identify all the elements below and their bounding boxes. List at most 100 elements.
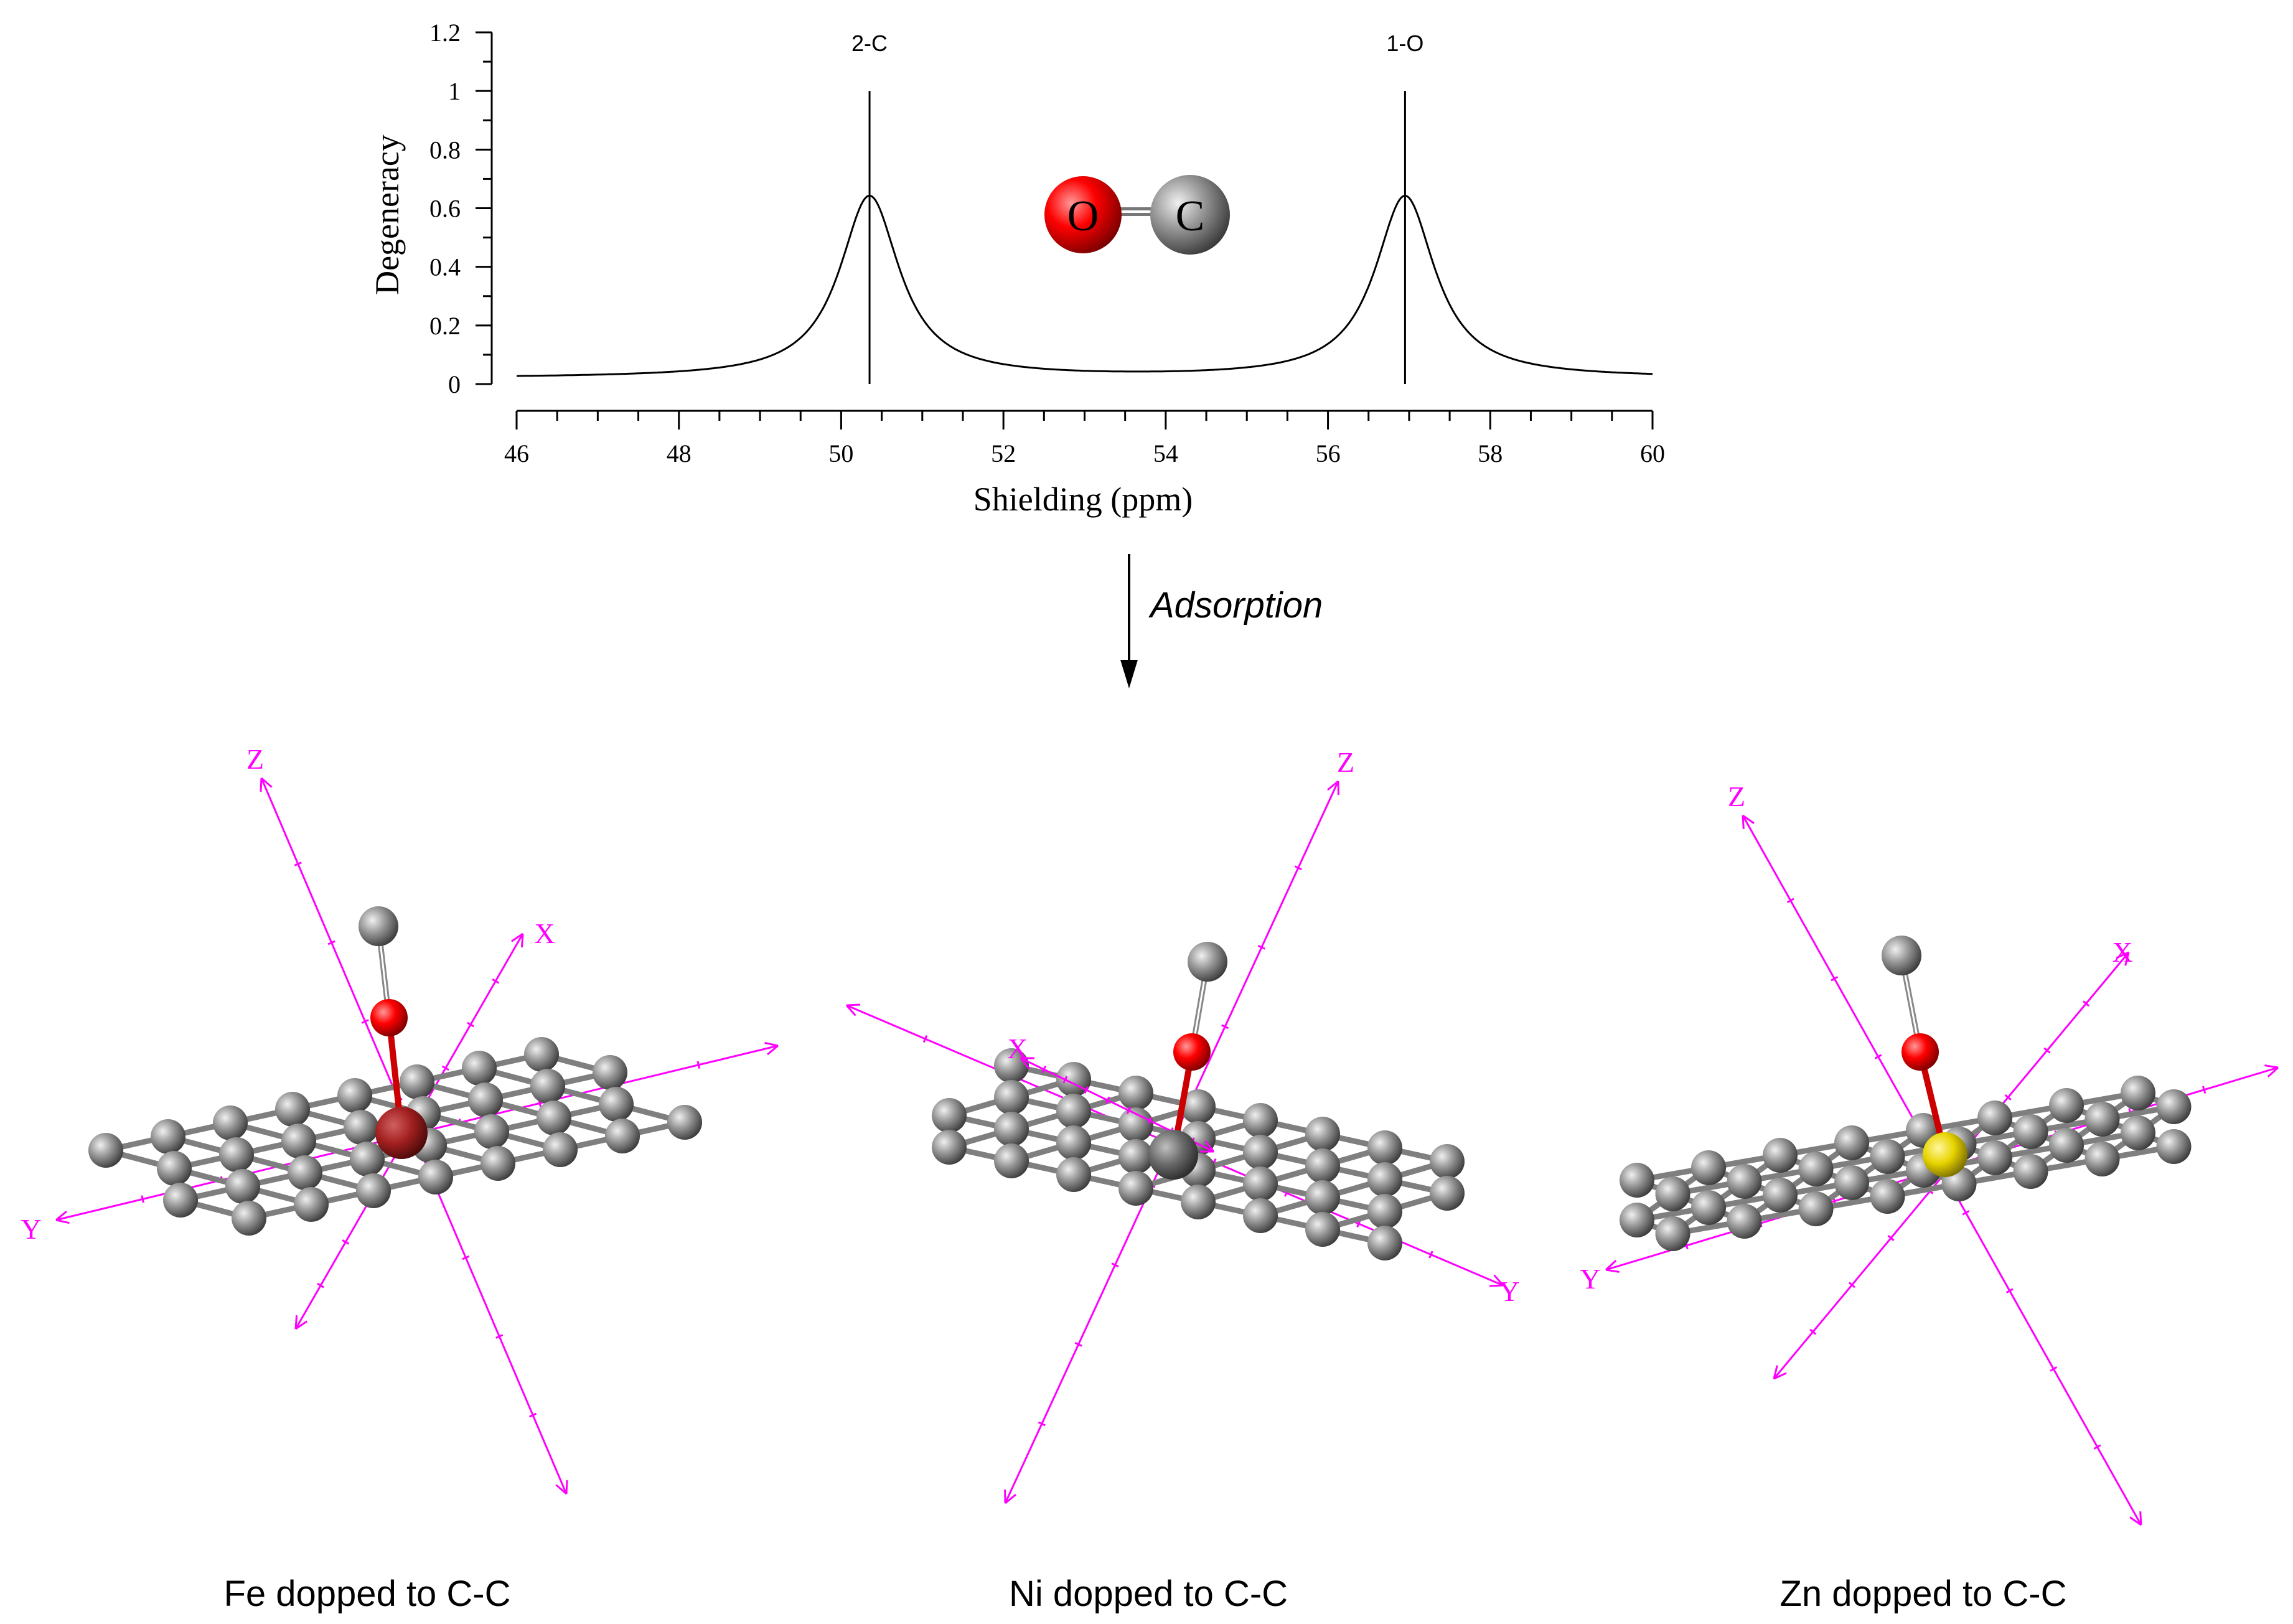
carbon-atom	[1430, 1176, 1465, 1211]
axis-tick	[142, 1196, 144, 1203]
carbon-atom	[1305, 1117, 1340, 1152]
carbon-atom	[462, 1051, 497, 1086]
x-tick-label: 52	[991, 439, 1016, 467]
oxygen-atom	[370, 999, 408, 1036]
carbon-atom	[2085, 1142, 2120, 1176]
carbon-atom	[481, 1146, 515, 1181]
carbon-atom	[1763, 1138, 1798, 1173]
axis-label-x: X	[1007, 1033, 1028, 1064]
carbon-atom	[1977, 1101, 2012, 1135]
carbon-atom	[225, 1169, 260, 1204]
y-axis-label: Degeneracy	[368, 134, 406, 295]
arrow-head-icon	[1120, 660, 1138, 688]
carbon-atom	[1656, 1216, 1690, 1251]
carbon-atom	[1243, 1198, 1278, 1233]
carbon-atom	[1243, 1103, 1278, 1138]
axis-label-y: Y	[1580, 1263, 1600, 1295]
carbon-atom	[2014, 1154, 2048, 1189]
x-tick-label: 60	[1640, 439, 1665, 467]
carbon-atom	[474, 1114, 509, 1149]
carbon-atom	[359, 906, 398, 946]
carbon-atom	[1118, 1139, 1153, 1174]
y-tick-label: 0.2	[429, 312, 461, 340]
y-tick-label: 0.8	[429, 136, 461, 164]
carbon-atom	[605, 1119, 640, 1153]
carbon-atom	[2121, 1076, 2155, 1110]
arrow-label: Adsorption	[1148, 585, 1323, 626]
carbon-atom	[1834, 1165, 1869, 1200]
axis-arrow-icon	[764, 1043, 778, 1046]
carbon-atom	[1763, 1178, 1798, 1213]
carbon-atom	[1305, 1212, 1340, 1247]
carbon-atom	[1799, 1191, 1834, 1226]
axis-tick	[2203, 1086, 2205, 1093]
stick-label: 2-C	[851, 31, 888, 56]
carbon-atom	[1430, 1144, 1465, 1179]
axis-arrow-icon	[1606, 1270, 1620, 1272]
carbon-atom	[1243, 1135, 1278, 1170]
carbon-atom	[1367, 1226, 1402, 1260]
axis-label-x: X	[534, 918, 555, 949]
y-tick-label: 1.2	[429, 19, 461, 47]
carbon-atom	[294, 1187, 329, 1222]
axis-label-z: Z	[1337, 746, 1354, 778]
carbon-atom	[593, 1055, 627, 1090]
carbon-atom	[1118, 1171, 1153, 1206]
carbon-atom	[2014, 1114, 2048, 1149]
x-tick-label: 56	[1316, 439, 1341, 467]
carbon-atom	[356, 1173, 391, 1208]
carbon-atom	[1799, 1152, 1834, 1186]
carbon-atom	[530, 1069, 565, 1104]
caption-fe: Fe dopped to C-C	[223, 1574, 510, 1614]
carbon-atom	[232, 1201, 266, 1236]
carbon-atom	[88, 1133, 123, 1168]
carbon-atom	[1305, 1180, 1340, 1215]
carbon-atom	[1118, 1107, 1153, 1142]
carbon-atom	[344, 1110, 378, 1145]
carbon-atom	[543, 1132, 578, 1167]
carbon-atom	[1691, 1190, 1726, 1225]
carbon-atom	[1727, 1204, 1762, 1239]
carbon-atom	[1834, 1125, 1869, 1160]
dopant-atom	[375, 1107, 428, 1159]
x-axis-label: Shielding (ppm)	[973, 481, 1193, 518]
carbon-atom	[994, 1112, 1029, 1147]
carbon-atom	[1870, 1179, 1905, 1214]
axis-label-z: Z	[1728, 781, 1745, 812]
y-tick-label: 1	[448, 77, 461, 105]
carbon-atom	[932, 1098, 967, 1133]
carbon-atom	[667, 1105, 702, 1140]
carbon-label: C	[1176, 192, 1205, 240]
carbon-atom	[157, 1151, 192, 1186]
structure-panel-zn: Z X Y	[1580, 781, 2278, 1525]
caption-ni: Ni dopped to C-C	[1009, 1574, 1288, 1614]
carbon-atom	[2121, 1115, 2155, 1150]
y-tick-label: 0.6	[429, 195, 461, 223]
structure-panel-ni: ZYX	[846, 746, 1520, 1503]
carbon-atom	[1056, 1094, 1091, 1129]
carbon-atom	[932, 1130, 967, 1165]
carbon-atom	[1620, 1203, 1654, 1237]
carbon-atom	[994, 1080, 1029, 1115]
carbon-atom	[524, 1037, 559, 1072]
axis-arrow-icon	[56, 1220, 70, 1223]
carbon-atom	[537, 1101, 571, 1135]
carbon-atom	[1620, 1163, 1654, 1198]
carbon-atom	[2049, 1128, 2084, 1163]
x-tick-label: 58	[1478, 439, 1503, 467]
carbon-atom	[213, 1105, 248, 1140]
y-tick-label: 0	[448, 370, 461, 398]
carbon-atom	[468, 1082, 503, 1117]
carbon-atom	[1118, 1076, 1153, 1110]
axis-arrow-icon	[566, 1480, 567, 1494]
axis-arrow-icon	[2264, 1066, 2278, 1068]
carbon-atom	[1367, 1130, 1402, 1165]
carbon-atom	[1056, 1125, 1091, 1160]
axis-label-z: Z	[246, 743, 264, 775]
axis-arrow-icon	[522, 934, 523, 947]
axis-label-x: X	[2112, 936, 2132, 968]
carbon-atom	[219, 1137, 254, 1172]
